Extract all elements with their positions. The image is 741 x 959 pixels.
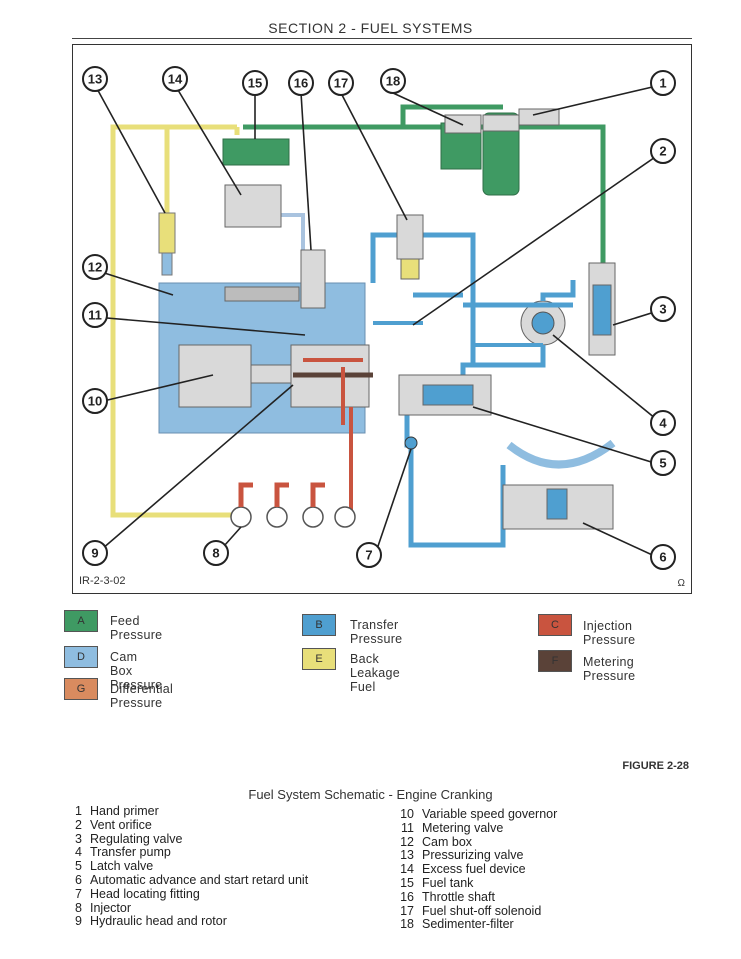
pressurizing-valve	[158, 212, 176, 254]
callout-number: 2	[659, 144, 666, 159]
callout-number: 13	[88, 72, 102, 87]
callout-number: 6	[659, 550, 666, 565]
callout-number: 18	[386, 74, 400, 89]
callout-12: 12	[82, 254, 108, 280]
callout-15: 15	[242, 70, 268, 96]
legend-label-d: Cam Box Pressure	[110, 650, 163, 692]
metering-valve	[300, 249, 326, 309]
callout-number: 8	[212, 546, 219, 561]
callout-10: 10	[82, 388, 108, 414]
callout-5: 5	[650, 450, 676, 476]
callout-8: 8	[203, 540, 229, 566]
legend-swatch-d: D	[64, 646, 98, 668]
callout-4: 4	[650, 410, 676, 436]
callout-number: 16	[294, 76, 308, 91]
legend-swatch-f: F	[538, 650, 572, 672]
callout-number: 7	[365, 548, 372, 563]
fuel-tank	[222, 138, 290, 166]
callout-number: 3	[659, 302, 666, 317]
callout-number: 10	[88, 394, 102, 409]
legend-label-e: Back Leakage Fuel	[350, 652, 401, 694]
callout-number: 5	[659, 456, 666, 471]
callout-number: 11	[88, 308, 102, 323]
figure-code: IR-2-3-02	[79, 575, 126, 587]
callout-18: 18	[380, 68, 406, 94]
excess-fuel-device	[224, 184, 282, 228]
legend-label-c: Injection Pressure	[583, 619, 636, 647]
back-leakage-line	[110, 124, 237, 518]
legend-swatch-e: E	[302, 648, 336, 670]
legend-label-b: Transfer Pressure	[350, 618, 403, 646]
callout-3: 3	[650, 296, 676, 322]
legend-swatch-g: G	[64, 678, 98, 700]
injection-line	[303, 358, 363, 515]
header-rule	[72, 38, 692, 39]
fuel-shutoff-solenoid	[396, 214, 424, 260]
legend-swatch-b: B	[302, 614, 336, 636]
callout-13: 13	[82, 66, 108, 92]
callout-9: 9	[82, 540, 108, 566]
callout-number: 15	[248, 76, 262, 91]
callout-number: 1	[659, 76, 666, 91]
legend-label-f: Metering Pressure	[583, 655, 636, 683]
governor	[178, 344, 252, 408]
legend-label-a: Feed Pressure	[110, 614, 163, 642]
hand-primer	[518, 108, 560, 126]
callout-1: 1	[650, 70, 676, 96]
section-header: SECTION 2 - FUEL SYSTEMS	[268, 20, 473, 36]
legend-label-g: Differential Pressure	[110, 682, 174, 710]
injectors	[230, 506, 356, 528]
callout-number: 9	[91, 546, 98, 561]
callout-2: 2	[650, 138, 676, 164]
callout-number: 4	[659, 416, 667, 431]
callout-number: 17	[334, 76, 348, 91]
callout-11: 11	[82, 302, 108, 328]
callout-17: 17	[328, 70, 354, 96]
callout-14: 14	[162, 66, 188, 92]
legend-swatch-c: C	[538, 614, 572, 636]
figure-number: FIGURE 2-28	[622, 760, 689, 772]
callout-number: 14	[168, 72, 183, 87]
callout-7: 7	[356, 542, 382, 568]
callout-6: 6	[650, 544, 676, 570]
figure-caption: Fuel System Schematic - Engine Cranking	[248, 787, 493, 802]
callout-16: 16	[288, 70, 314, 96]
corner-mark: Ω	[677, 578, 685, 589]
callout-number: 12	[88, 260, 102, 275]
head-locating-fitting	[404, 436, 418, 450]
leader-lines	[94, 84, 662, 560]
back-leakage-line-2	[164, 127, 240, 215]
legend-swatch-a: A	[64, 610, 98, 632]
